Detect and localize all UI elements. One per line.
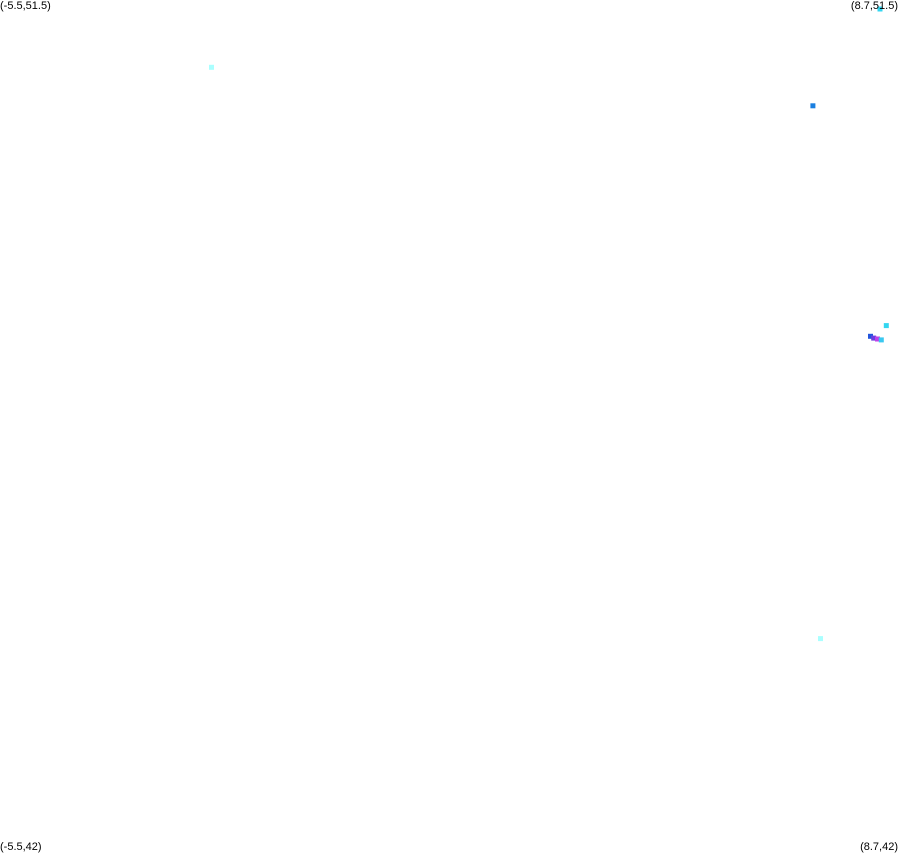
corner-label-bottom-right: (8.7,42) [860,841,898,853]
map-point [209,64,214,70]
map-point [883,323,889,329]
map-point [875,336,880,342]
corner-label-bottom-left: (-5.5,42) [0,841,42,853]
map-point [868,333,873,339]
map-point [877,6,883,12]
map-point [810,103,816,109]
map-point [818,636,823,642]
corner-label-top-right: (8.7,51.5) [850,0,898,12]
corner-label-top-left: (-5.5,51.5) [0,0,51,12]
map-point [878,337,884,343]
map-point [871,335,877,341]
